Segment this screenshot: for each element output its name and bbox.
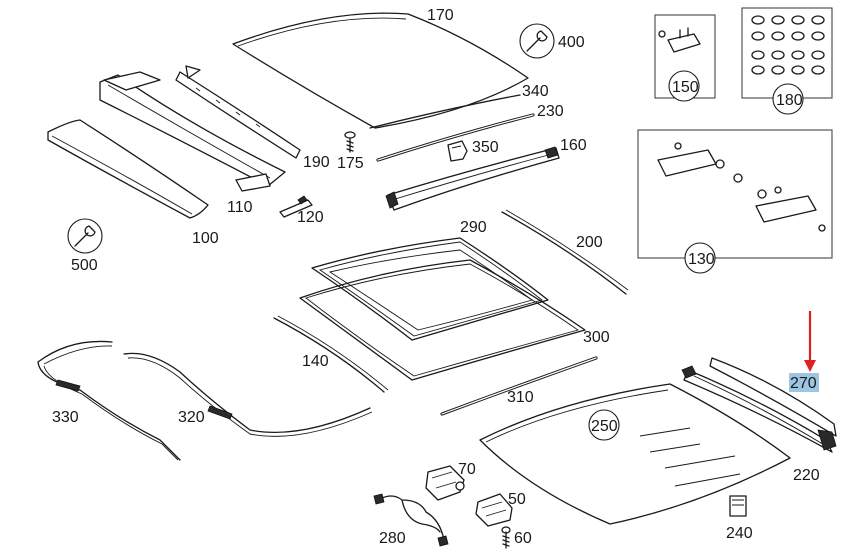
label-110: 110 — [227, 199, 253, 216]
part-110-cross-member[interactable] — [99, 71, 286, 192]
part-200-side-rail[interactable] — [501, 209, 629, 295]
label-290: 290 — [460, 219, 487, 236]
label-280: 280 — [379, 530, 406, 547]
part-330-drain-hose[interactable] — [37, 340, 181, 461]
label-170: 170 — [427, 7, 454, 24]
part-340-seal-strip[interactable] — [369, 94, 521, 129]
label-180: 180 — [776, 92, 803, 109]
label-300: 300 — [583, 329, 610, 346]
label-100: 100 — [192, 230, 219, 247]
part-140-side-rail[interactable] — [273, 315, 389, 393]
part-170-roof-panel[interactable] — [232, 12, 529, 129]
part-180-kit-box[interactable] — [741, 7, 833, 115]
part-70-motor[interactable] — [425, 465, 465, 501]
label-330: 330 — [52, 409, 79, 426]
pointer-arrow — [804, 311, 816, 372]
part-250-headliner[interactable] — [479, 383, 791, 525]
label-340: 340 — [522, 83, 549, 100]
wrench-icon — [67, 218, 103, 254]
label-150: 150 — [672, 79, 699, 96]
label-200: 200 — [576, 234, 603, 251]
label-310: 310 — [507, 389, 534, 406]
label-400: 400 — [558, 34, 585, 51]
label-230: 230 — [537, 103, 564, 120]
label-250: 250 — [591, 418, 618, 435]
label-190: 190 — [303, 154, 330, 171]
label-160: 160 — [560, 137, 587, 154]
label-350: 350 — [472, 139, 499, 156]
part-350-clip[interactable] — [447, 140, 468, 162]
part-300-outer-frame[interactable] — [299, 259, 586, 381]
label-320: 320 — [178, 409, 205, 426]
wrench-icon — [519, 23, 555, 59]
label-70: 70 — [458, 461, 476, 478]
part-50-motor[interactable] — [475, 493, 513, 527]
part-175-screw[interactable] — [344, 131, 356, 153]
part-310-rear-seal[interactable] — [440, 356, 598, 416]
part-230-seal[interactable] — [376, 113, 535, 162]
part-290-glass-seal-frame[interactable] — [311, 237, 549, 341]
part-190-frame-rail[interactable] — [175, 65, 301, 159]
label-175: 175 — [337, 155, 364, 172]
label-220: 220 — [793, 467, 820, 484]
part-100-rear-panel[interactable] — [47, 119, 209, 219]
part-150-kit-box[interactable] — [654, 14, 716, 102]
part-130-kit-box[interactable] — [637, 129, 833, 274]
label-140: 140 — [302, 353, 329, 370]
label-130: 130 — [688, 251, 715, 268]
label-60: 60 — [514, 530, 532, 547]
label-270: 270 — [790, 375, 817, 392]
label-120: 120 — [297, 209, 324, 226]
part-120-bracket[interactable] — [279, 195, 313, 218]
label-240: 240 — [726, 525, 753, 542]
highlight-270[interactable]: 270 — [789, 373, 819, 392]
label-50: 50 — [508, 491, 526, 508]
part-320-drain-hose[interactable] — [123, 352, 373, 437]
part-280-wiring-harness[interactable] — [373, 493, 449, 547]
part-220-rear-deflector[interactable] — [681, 357, 837, 453]
label-500: 500 — [71, 257, 98, 274]
part-240-control-module[interactable] — [729, 495, 747, 517]
part-160-wind-deflector[interactable] — [385, 146, 560, 211]
part-60-screw[interactable] — [501, 526, 511, 549]
